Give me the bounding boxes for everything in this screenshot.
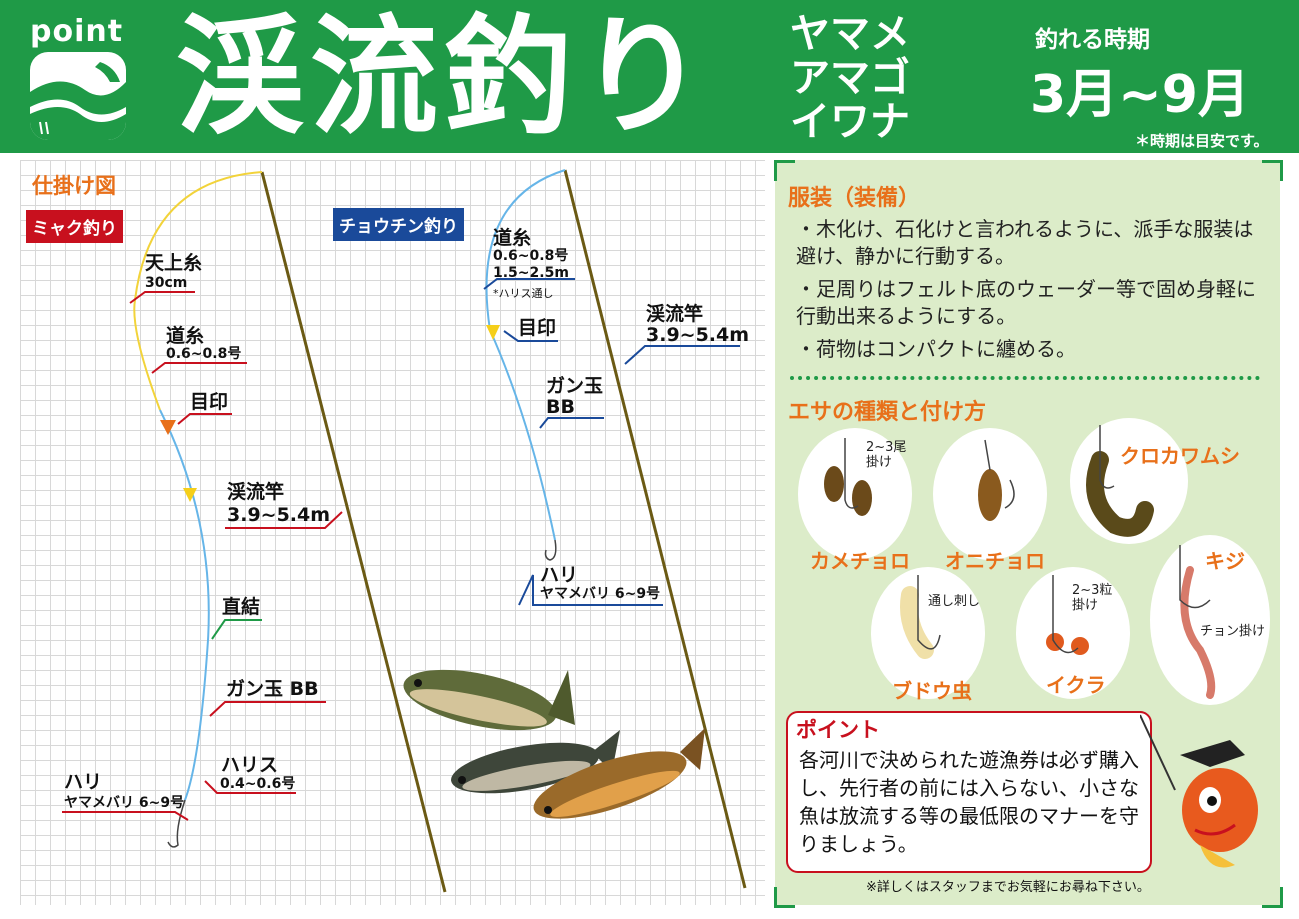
chouchin-hari-spec: ヤマメバリ 6~9号 bbox=[540, 586, 661, 602]
chouchin-marker-yellow bbox=[486, 325, 500, 340]
footnote: ※詳しくはスタッフまでお気軽にお尋ね下さい。 bbox=[866, 880, 1150, 895]
miyaku-hari-label: ハリ bbox=[64, 771, 103, 793]
fish-name: ヤマメ bbox=[790, 11, 910, 57]
equipment-bullet: ・荷物はコンパクトに纏める。 bbox=[796, 337, 1076, 361]
season-note: ＊時期は目安です。 bbox=[1135, 132, 1269, 150]
miyaku-marker-yellow bbox=[183, 488, 197, 502]
chouchin-michiito-spec1: 0.6~0.8号 bbox=[493, 248, 569, 264]
bait-heading: エサの種類と付け方 bbox=[788, 400, 987, 425]
kamechoro-note: 2~3尾掛け bbox=[866, 440, 907, 470]
miyaku-direct-label: 直結 bbox=[222, 596, 261, 618]
point-text: 各河川で決められた遊漁券は必ず購入し、先行者の前には入らない、小さな魚は放流する… bbox=[799, 748, 1139, 856]
chouchin-hari-label: ハリ bbox=[540, 564, 579, 586]
chouchin-michiito-label: 道糸 bbox=[493, 227, 532, 249]
equipment-heading: 服装（装備） bbox=[788, 186, 921, 211]
ikura-name: イクラ bbox=[1046, 673, 1106, 697]
miyaku-michiito-line bbox=[159, 409, 210, 801]
panel-corner bbox=[774, 887, 795, 908]
chouchin-rod-line bbox=[563, 169, 747, 889]
kiji-name: キジ bbox=[1205, 549, 1245, 573]
onichoro-bait-icon bbox=[978, 439, 1015, 521]
equipment-bullet: ・木化け、石化けと言われるように、派手な服装は避け、静かに行動する。 bbox=[796, 217, 1254, 268]
page-title: 渓流釣り bbox=[176, 3, 713, 152]
brand-logo-text: point bbox=[30, 14, 124, 49]
chouchin-rod-spec: 3.9~5.4m bbox=[646, 324, 750, 346]
budoumushi-bait-icon bbox=[900, 575, 941, 659]
ikura-note: 2~3粒掛け bbox=[1072, 583, 1113, 613]
kiji-note: チョン掛け bbox=[1200, 624, 1266, 639]
rigging-section-title: 仕掛け図 bbox=[32, 174, 116, 198]
fish-illustration-3 bbox=[533, 728, 705, 819]
kurokawamushi-bait-icon bbox=[1086, 425, 1154, 537]
chouchin-gandama-spec: BB bbox=[546, 396, 575, 418]
fish-name: イワナ bbox=[790, 99, 910, 145]
chouchin-gandama-label: ガン玉 bbox=[546, 375, 604, 397]
budoumushi-note: 通し刺し bbox=[928, 594, 981, 609]
equipment-bullet: ・足周りはフェルト底のウェーダー等で固め身軽に行動出来るようにする。 bbox=[796, 277, 1256, 328]
point-title: ポイント bbox=[796, 718, 880, 742]
miyaku-harisu-label: ハリス bbox=[221, 754, 279, 776]
miyaku-tenjou-spec: 30cm bbox=[145, 275, 188, 291]
kamechoro-name: カメチョロ bbox=[810, 549, 910, 573]
kurokawamushi-name: クロカワムシ bbox=[1120, 444, 1240, 468]
season-label: 釣れる時期 bbox=[1035, 27, 1150, 53]
miyaku-gandama-label: ガン玉 BB bbox=[226, 678, 319, 700]
rigging-diagram-lines bbox=[62, 169, 747, 893]
chouchin-rod-label: 渓流竿 bbox=[646, 303, 704, 325]
ikura-bait-icon bbox=[1046, 575, 1089, 655]
onichoro-name: オニチョロ bbox=[945, 549, 1045, 573]
point-callout-box bbox=[786, 711, 1152, 873]
miyaku-tenjou-line bbox=[133, 171, 263, 411]
target-fish-list: ヤマメ アマゴ イワナ bbox=[790, 12, 910, 144]
mascot-fish-icon bbox=[1140, 714, 1258, 868]
kiji-bait-icon bbox=[1179, 545, 1216, 699]
season-value: 3月~9月 bbox=[1030, 65, 1250, 125]
miyaku-mejirushi-label: 目印 bbox=[190, 391, 229, 413]
chouchin-michiito-note: *ハリス通し bbox=[493, 287, 554, 300]
chouchin-mejirushi-label: 目印 bbox=[518, 317, 557, 339]
fish-name: アマゴ bbox=[790, 55, 910, 101]
miyaku-harisu-spec: 0.4~0.6号 bbox=[220, 776, 296, 792]
chouchin-michiito-spec2: 1.5~2.5m bbox=[493, 265, 569, 281]
bait-oval-budoumushi bbox=[871, 567, 985, 699]
miyaku-michiito-label: 道糸 bbox=[166, 325, 205, 347]
budoumushi-name: ブドウ虫 bbox=[892, 679, 972, 703]
miyaku-tenjou-label: 天上糸 bbox=[145, 252, 203, 274]
miyaku-hari-spec: ヤマメバリ 6~9号 bbox=[64, 795, 185, 811]
miyaku-rod-spec: 3.9~5.4m bbox=[227, 504, 331, 526]
chouchin-tag: チョウチン釣り bbox=[333, 208, 464, 241]
miyaku-rod-label: 渓流竿 bbox=[227, 481, 285, 503]
miyaku-tag: ミャク釣り bbox=[26, 210, 123, 243]
bait-oval-ikura bbox=[1016, 567, 1130, 699]
fish-illustration-1 bbox=[403, 669, 575, 731]
miyaku-marker-orange bbox=[160, 420, 176, 435]
miyaku-rod-line bbox=[260, 171, 447, 893]
section-divider bbox=[790, 376, 1260, 380]
miyaku-michiito-spec: 0.6~0.8号 bbox=[166, 346, 242, 362]
kamechoro-bait-icon bbox=[824, 438, 872, 516]
header-banner: point 渓流釣り ヤマメ アマゴ イワナ 釣れる時期 3月~9月 ＊時期は目… bbox=[0, 0, 1299, 153]
panel-corner bbox=[774, 160, 795, 181]
panel-corner bbox=[1262, 160, 1283, 181]
brand-logo-icon bbox=[30, 52, 126, 140]
panel-corner bbox=[1262, 887, 1283, 908]
chouchin-hook-line bbox=[544, 539, 557, 561]
